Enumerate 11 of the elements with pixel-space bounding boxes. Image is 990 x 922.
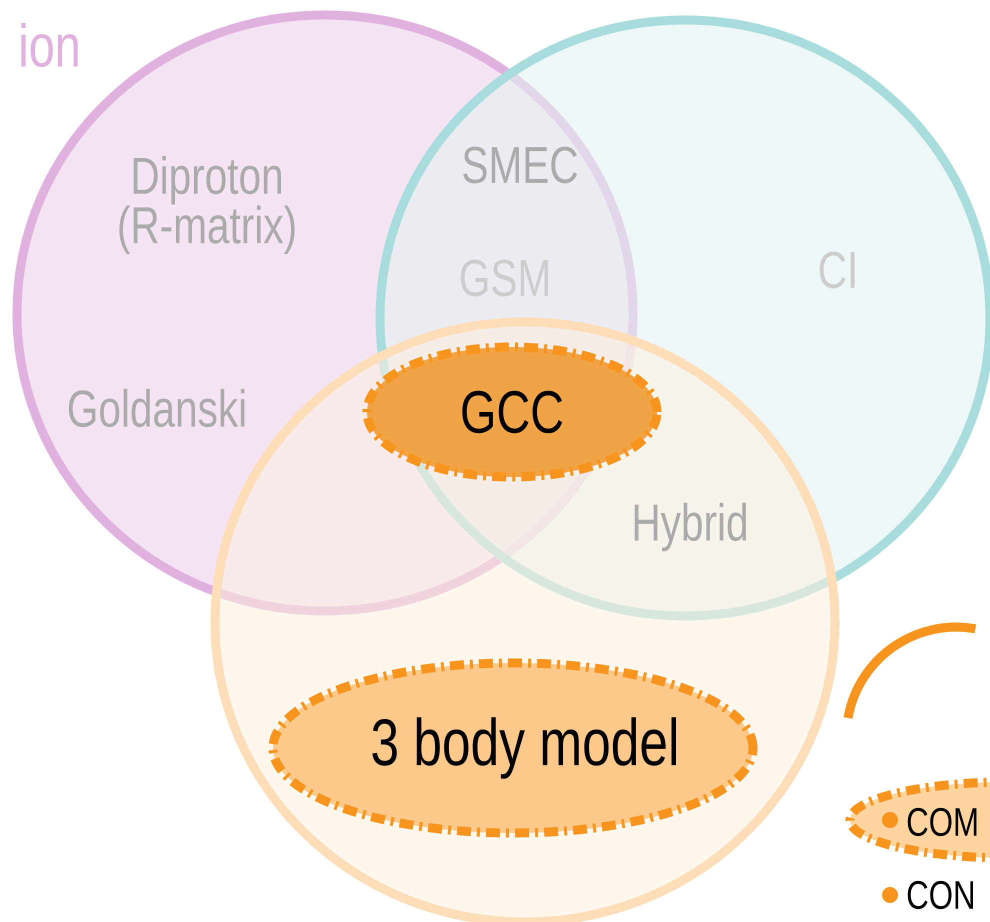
method-label: Goldanski (68, 388, 244, 428)
node-label: COM (908, 808, 976, 836)
highlight-ellipse (362, 342, 662, 482)
node-label: GCC (462, 390, 562, 434)
method-label: Hybrid (634, 502, 746, 552)
method-label: SMEC (463, 146, 578, 184)
node-label: 3 body model (372, 717, 676, 779)
title-text: ion (21, 22, 78, 68)
method-label: Diproton (R-matrix) (119, 156, 295, 254)
highlight-ellipse (846, 778, 990, 862)
highlight-ellipse (268, 658, 758, 838)
